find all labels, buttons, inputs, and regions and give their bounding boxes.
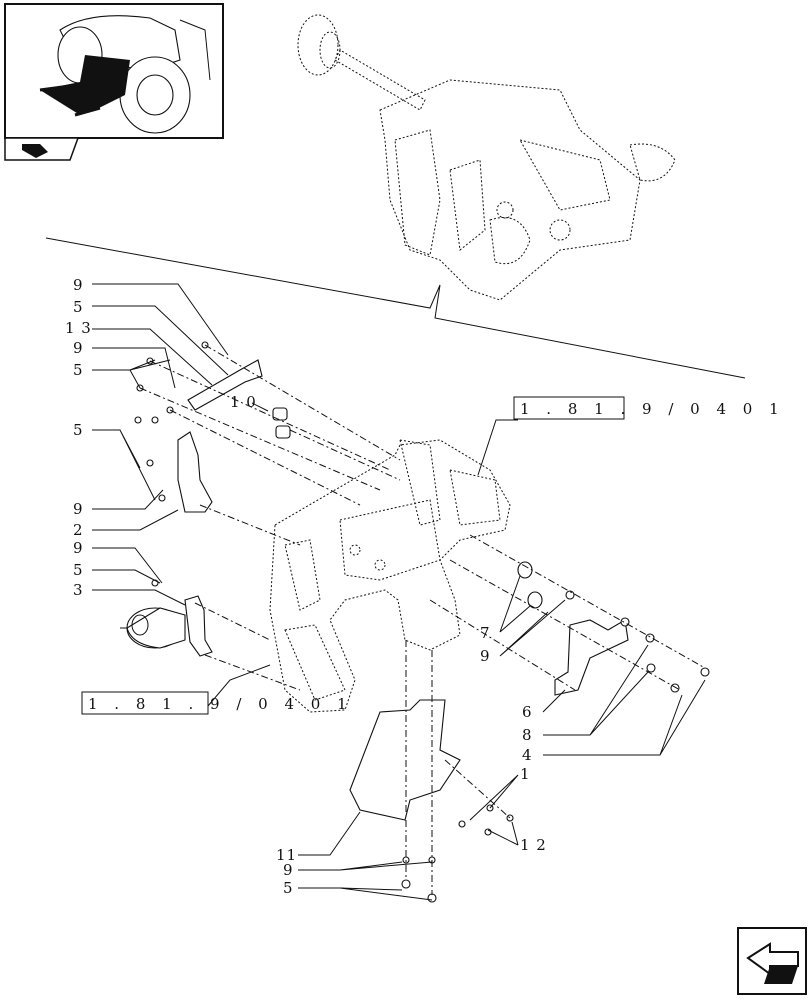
- part-11-bracket: [349, 699, 461, 821]
- callout-9-bottom: 9: [283, 861, 294, 879]
- callout-9-right: 9: [480, 647, 491, 665]
- part-2-bracket: [177, 431, 213, 513]
- reference-link-top[interactable]: 1 . 8 1 . 9 / 0 4 0 1: [513, 396, 785, 420]
- callout-6: 6: [522, 703, 533, 721]
- reference-link-left[interactable]: 1 . 8 1 . 9 / 0 4 0 1: [81, 691, 353, 715]
- callout-1: 1: [520, 765, 531, 783]
- callout-9-third: 9: [73, 500, 84, 518]
- callout-2: 2: [73, 521, 84, 539]
- accumulator-component: [120, 607, 186, 649]
- part-6-plate: [554, 619, 629, 696]
- leader-lines: [92, 283, 706, 901]
- alignment-lines: [139, 344, 706, 895]
- part-section-icon[interactable]: [4, 137, 80, 161]
- part-13-bracket: [187, 359, 263, 411]
- callout-13: 1 3: [65, 319, 92, 337]
- callout-5-bottom: 5: [283, 879, 294, 897]
- callout-5-top: 5: [73, 298, 84, 316]
- tractor-location-thumbnail[interactable]: [4, 3, 224, 139]
- callout-4: 4: [522, 746, 533, 764]
- callout-7: 7: [480, 624, 491, 642]
- callout-12: 1 2: [520, 836, 547, 854]
- part-10-fittings: [272, 407, 291, 439]
- reference-label-top: 1 . 8 1 . 9 / 0 4 0 1: [520, 400, 785, 418]
- callout-9-second: 9: [73, 339, 84, 357]
- callout-8: 8: [522, 726, 533, 744]
- main-support-bracket: [269, 439, 511, 713]
- part-3-clamp: [184, 595, 213, 657]
- callout-9-fourth: 9: [73, 539, 84, 557]
- front-axle-assembly: [297, 14, 676, 301]
- reference-label-left: 1 . 8 1 . 9 / 0 4 0 1: [88, 695, 353, 713]
- callout-11: 11: [276, 846, 297, 864]
- callout-5-fourth: 5: [73, 561, 84, 579]
- callout-3: 3: [73, 581, 84, 599]
- part-7-washers: [517, 561, 543, 609]
- callout-10: 1 0: [230, 393, 257, 411]
- callout-5-third: 5: [73, 421, 84, 439]
- next-page-arrow-icon[interactable]: [737, 927, 807, 995]
- callout-5-second: 5: [73, 361, 84, 379]
- callout-9-top: 9: [73, 276, 84, 294]
